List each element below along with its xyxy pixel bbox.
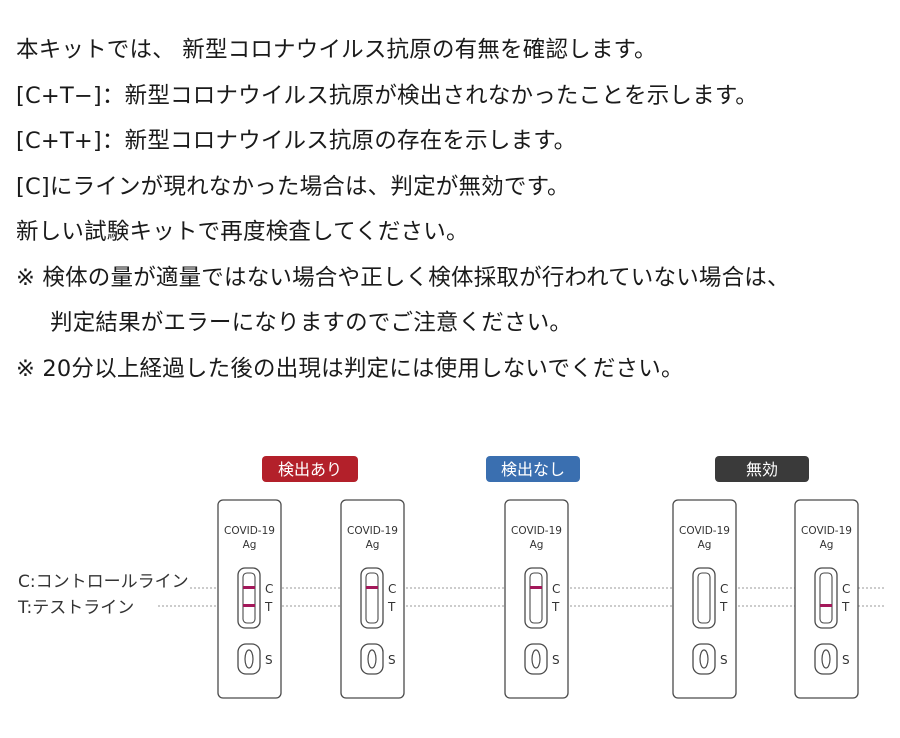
- control-line-mark: [243, 586, 255, 589]
- control-letter-label: C: [720, 582, 728, 596]
- badge-invalid: 無効: [715, 456, 809, 482]
- control-letter-label: C: [265, 582, 273, 596]
- sample-well-hole: [367, 649, 377, 669]
- sample-well-hole: [821, 649, 831, 669]
- cassette-name-sub-label: Ag: [820, 539, 834, 551]
- cassette-name-sub-label: Ag: [530, 539, 544, 551]
- result-window-inner: [697, 572, 711, 624]
- sample-letter-label: S: [265, 653, 273, 667]
- sample-well-hole: [699, 649, 709, 669]
- test-line-mark: [243, 604, 255, 607]
- instruction-line: ※ 検体の量が適量ではない場合や正しく検体採取が行われていない場合は、: [16, 264, 790, 291]
- test-line-legend: T:テストライン: [17, 598, 134, 618]
- instruction-line: [C+T+]：新型コロナウイルス抗原の存在を示します。: [16, 128, 577, 154]
- control-letter-label: C: [552, 582, 560, 596]
- test-letter-label: T: [264, 600, 273, 614]
- cassette-name-sub-label: Ag: [366, 539, 380, 551]
- badge-invalid-label: 無効: [746, 460, 778, 479]
- instructions-text: 本キットでは、 新型コロナウイルス抗原の有無を確認します。 [C+T−]：新型コ…: [16, 28, 886, 392]
- badge-negative-bg: [486, 456, 580, 482]
- badge-invalid-bg: [715, 456, 809, 482]
- test-result-diagram: C:コントロールライン T:テストライン 検出あり 検出なし 無効 COVID-…: [0, 440, 900, 734]
- cassette-name-label: COVID-19: [347, 525, 398, 537]
- sample-well-hole: [244, 649, 254, 669]
- cassette-name-label: COVID-19: [679, 525, 730, 537]
- sample-letter-label: S: [720, 653, 728, 667]
- badge-negative-label: 検出なし: [501, 460, 565, 479]
- badge-positive: 検出あり: [262, 456, 358, 482]
- result-window-inner: [819, 572, 833, 624]
- cassette-name-label: COVID-19: [511, 525, 562, 537]
- instruction-line: 判定結果がエラーになりますのでご注意ください。: [50, 310, 573, 336]
- badge-positive-label: 検出あり: [278, 460, 342, 479]
- cassette-name-label: COVID-19: [224, 525, 275, 537]
- cassettes-group: COVID-19AgCTSCOVID-19AgCTSCOVID-19AgCTSC…: [217, 499, 859, 699]
- test-line-mark: [820, 604, 832, 607]
- cassette-name-sub-label: Ag: [698, 539, 712, 551]
- test-letter-label: T: [719, 600, 728, 614]
- test-letter-label: T: [551, 600, 560, 614]
- result-window-inner: [365, 572, 379, 624]
- sample-letter-label: S: [842, 653, 850, 667]
- control-letter-label: C: [842, 582, 850, 596]
- instruction-line: [C]にラインが現れなかった場合は、判定が無効です。: [16, 173, 570, 200]
- sample-well-hole: [531, 649, 541, 669]
- control-line-legend: C:コントロールライン: [18, 572, 189, 592]
- result-window-inner: [242, 572, 256, 624]
- instruction-line: 新しい試験キットで再度検査してください。: [16, 219, 469, 245]
- control-line-mark: [530, 586, 542, 589]
- instruction-line: ※ 20分以上経過した後の出現は判定には使用しないでください。: [16, 355, 684, 382]
- badge-positive-bg: [262, 456, 358, 482]
- badge-negative: 検出なし: [486, 456, 580, 482]
- test-letter-label: T: [841, 600, 850, 614]
- instruction-line: 本キットでは、 新型コロナウイルス抗原の有無を確認します。: [16, 37, 657, 63]
- sample-letter-label: S: [552, 653, 560, 667]
- cassette-name-label: COVID-19: [801, 525, 852, 537]
- cassette-name-sub-label: Ag: [243, 539, 257, 551]
- instruction-line: [C+T−]：新型コロナウイルス抗原が検出されなかったことを示します。: [16, 82, 758, 109]
- test-letter-label: T: [387, 600, 396, 614]
- test-result-diagram-svg: C:コントロールライン T:テストライン 検出あり 検出なし 無効 COVID-…: [17, 456, 884, 699]
- control-line-mark: [366, 586, 378, 589]
- control-letter-label: C: [388, 582, 396, 596]
- sample-letter-label: S: [388, 653, 396, 667]
- result-window-inner: [529, 572, 543, 624]
